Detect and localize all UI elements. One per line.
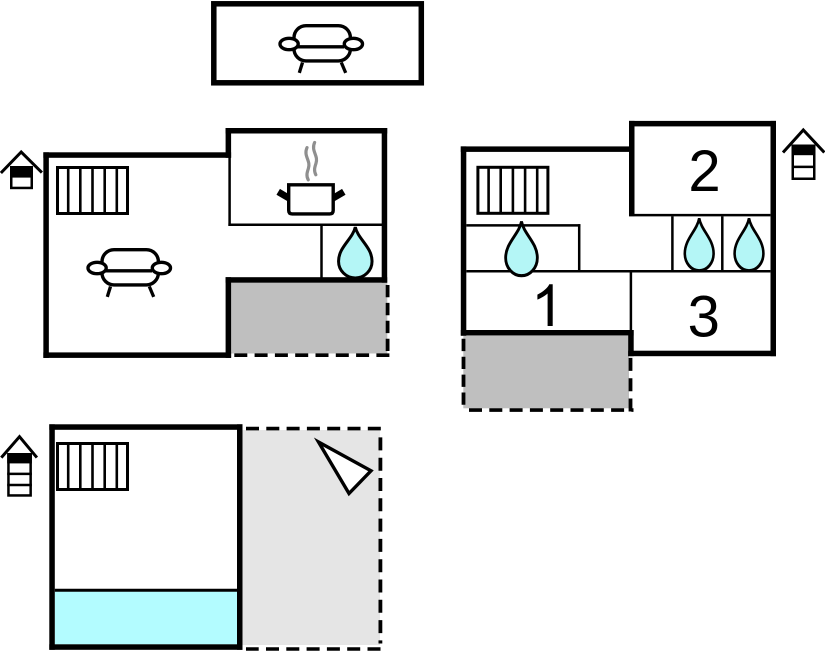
svg-text:3: 3 bbox=[688, 285, 720, 350]
svg-text:2: 2 bbox=[688, 139, 720, 204]
